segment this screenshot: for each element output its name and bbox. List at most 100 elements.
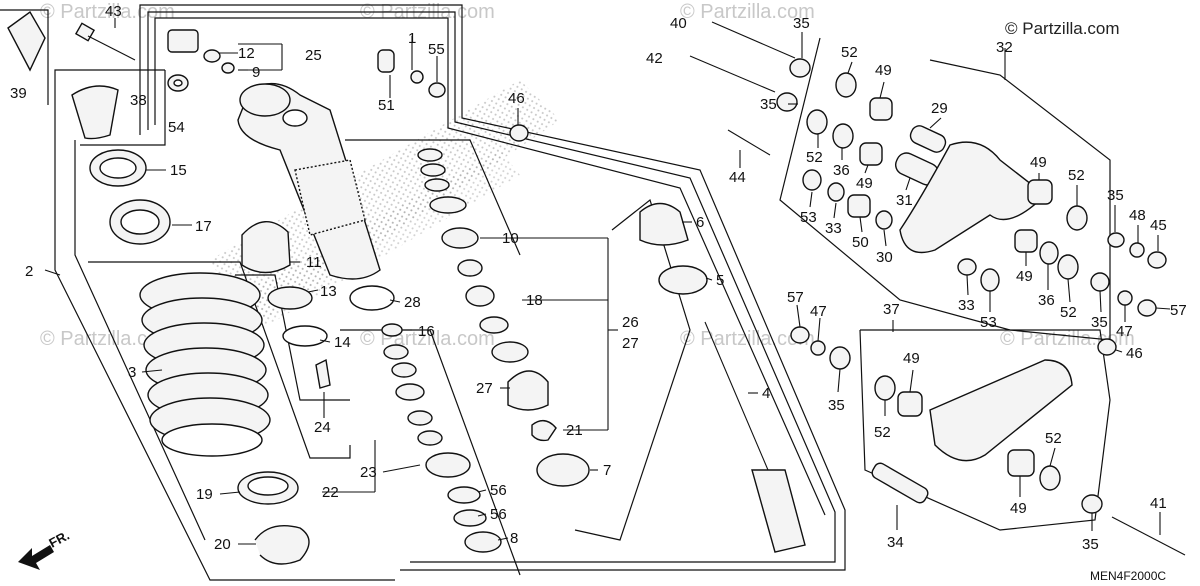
callout-7: 7 [603,462,611,479]
callout-52: 52 [1060,304,1077,321]
piston-rod-icon [704,321,806,553]
assembly-frames [0,4,1111,581]
cover-icon [71,85,119,140]
callout-5: 5 [716,272,724,289]
bolt-icon [711,21,796,59]
callout-27: 27 [622,335,639,352]
valve-stack-icon [381,148,557,553]
callout-35: 35 [1107,187,1124,204]
spring-icon [139,272,271,457]
callout-56: 56 [490,506,507,523]
callout-10: 10 [502,230,519,247]
callout-28: 28 [404,294,421,311]
spring-seat-icon [237,471,299,505]
callout-42: 42 [646,50,663,67]
callout-32: 32 [996,39,1013,56]
callout-43: 43 [105,3,122,20]
stopper-ring-icon [254,525,310,565]
callout-44: 44 [729,169,746,186]
callout-40: 40 [670,15,687,32]
callout-31: 31 [896,192,913,209]
callout-35: 35 [828,397,845,414]
callout-47: 47 [810,303,827,320]
callout-12: 12 [238,45,255,62]
callout-53: 53 [800,209,817,226]
callout-18: 18 [526,292,543,309]
callout-14: 14 [334,334,351,351]
callout-52: 52 [1068,167,1085,184]
clip-icon [7,10,46,72]
callout-11: 11 [306,254,322,271]
bushing-icon [377,49,395,73]
bearing-icon [802,72,1167,317]
shading-band [210,80,560,330]
callout-39: 39 [10,85,27,102]
washer-icon [428,82,446,98]
callout-29: 29 [931,100,948,117]
washer-icon [410,70,424,84]
callout-49: 49 [1010,500,1027,517]
callout-labels: 39 43 38 54 15 17 2 3 19 20 12 25 9 1 55… [10,3,1187,553]
callout-35: 35 [1091,314,1108,331]
o-ring-icon [349,285,395,311]
shock-absorber-icon [237,82,381,280]
callout-9: 9 [252,64,260,81]
callout-1: 1 [408,30,416,47]
callout-50: 50 [852,234,869,251]
callout-49: 49 [903,350,920,367]
front-arrow-icon [18,545,54,570]
o-ring-icon [282,325,328,347]
adjuster-nut-icon [109,199,171,245]
callout-36: 36 [833,162,850,179]
callout-6: 6 [696,214,704,231]
callout-55: 55 [428,41,445,58]
callout-15: 15 [170,162,187,179]
callout-3: 3 [128,364,136,381]
callout-17: 17 [195,218,212,235]
callout-23: 23 [360,464,377,481]
callout-52: 52 [874,424,891,441]
callout-4: 4 [762,385,770,402]
callout-56: 56 [490,482,507,499]
callout-22: 22 [322,484,339,501]
rod-guide-icon [536,453,590,487]
callout-35: 35 [760,96,777,113]
callout-49: 49 [856,175,873,192]
link-icon [790,326,1186,556]
callout-57: 57 [1170,302,1187,319]
diagram-code: MEN4F2000C [1090,569,1166,583]
watermark-text: © Partzilla.com [40,1,175,23]
callout-25: 25 [305,47,322,64]
callout-13: 13 [320,283,337,300]
callout-35: 35 [793,15,810,32]
callout-51: 51 [378,97,395,114]
callout-8: 8 [510,530,518,547]
callout-16: 16 [418,323,435,340]
cap-icon [658,265,708,295]
air-valve-icon [315,358,331,389]
callout-52: 52 [841,44,858,61]
callout-38: 38 [130,92,147,109]
rebound-adjuster-icon [167,29,235,74]
bump-rubber-icon [241,221,291,274]
callout-41: 41 [1150,495,1167,512]
callout-52: 52 [806,149,823,166]
bolt-icon [689,55,776,93]
callout-24: 24 [314,419,331,436]
callout-20: 20 [214,536,231,553]
callout-35: 35 [1082,536,1099,553]
callout-46: 46 [508,90,525,107]
collar-icon [776,92,798,112]
callout-49: 49 [875,62,892,79]
callout-26: 26 [622,314,639,331]
callout-30: 30 [876,249,893,266]
callout-46: 46 [1126,345,1143,362]
callout-57: 57 [787,289,804,306]
callout-33: 33 [958,297,975,314]
callout-33: 33 [825,220,842,237]
watermark-text: © Partzilla.com [680,1,815,23]
callout-49: 49 [1016,268,1033,285]
callout-45: 45 [1150,217,1167,234]
callout-49: 49 [1030,154,1047,171]
